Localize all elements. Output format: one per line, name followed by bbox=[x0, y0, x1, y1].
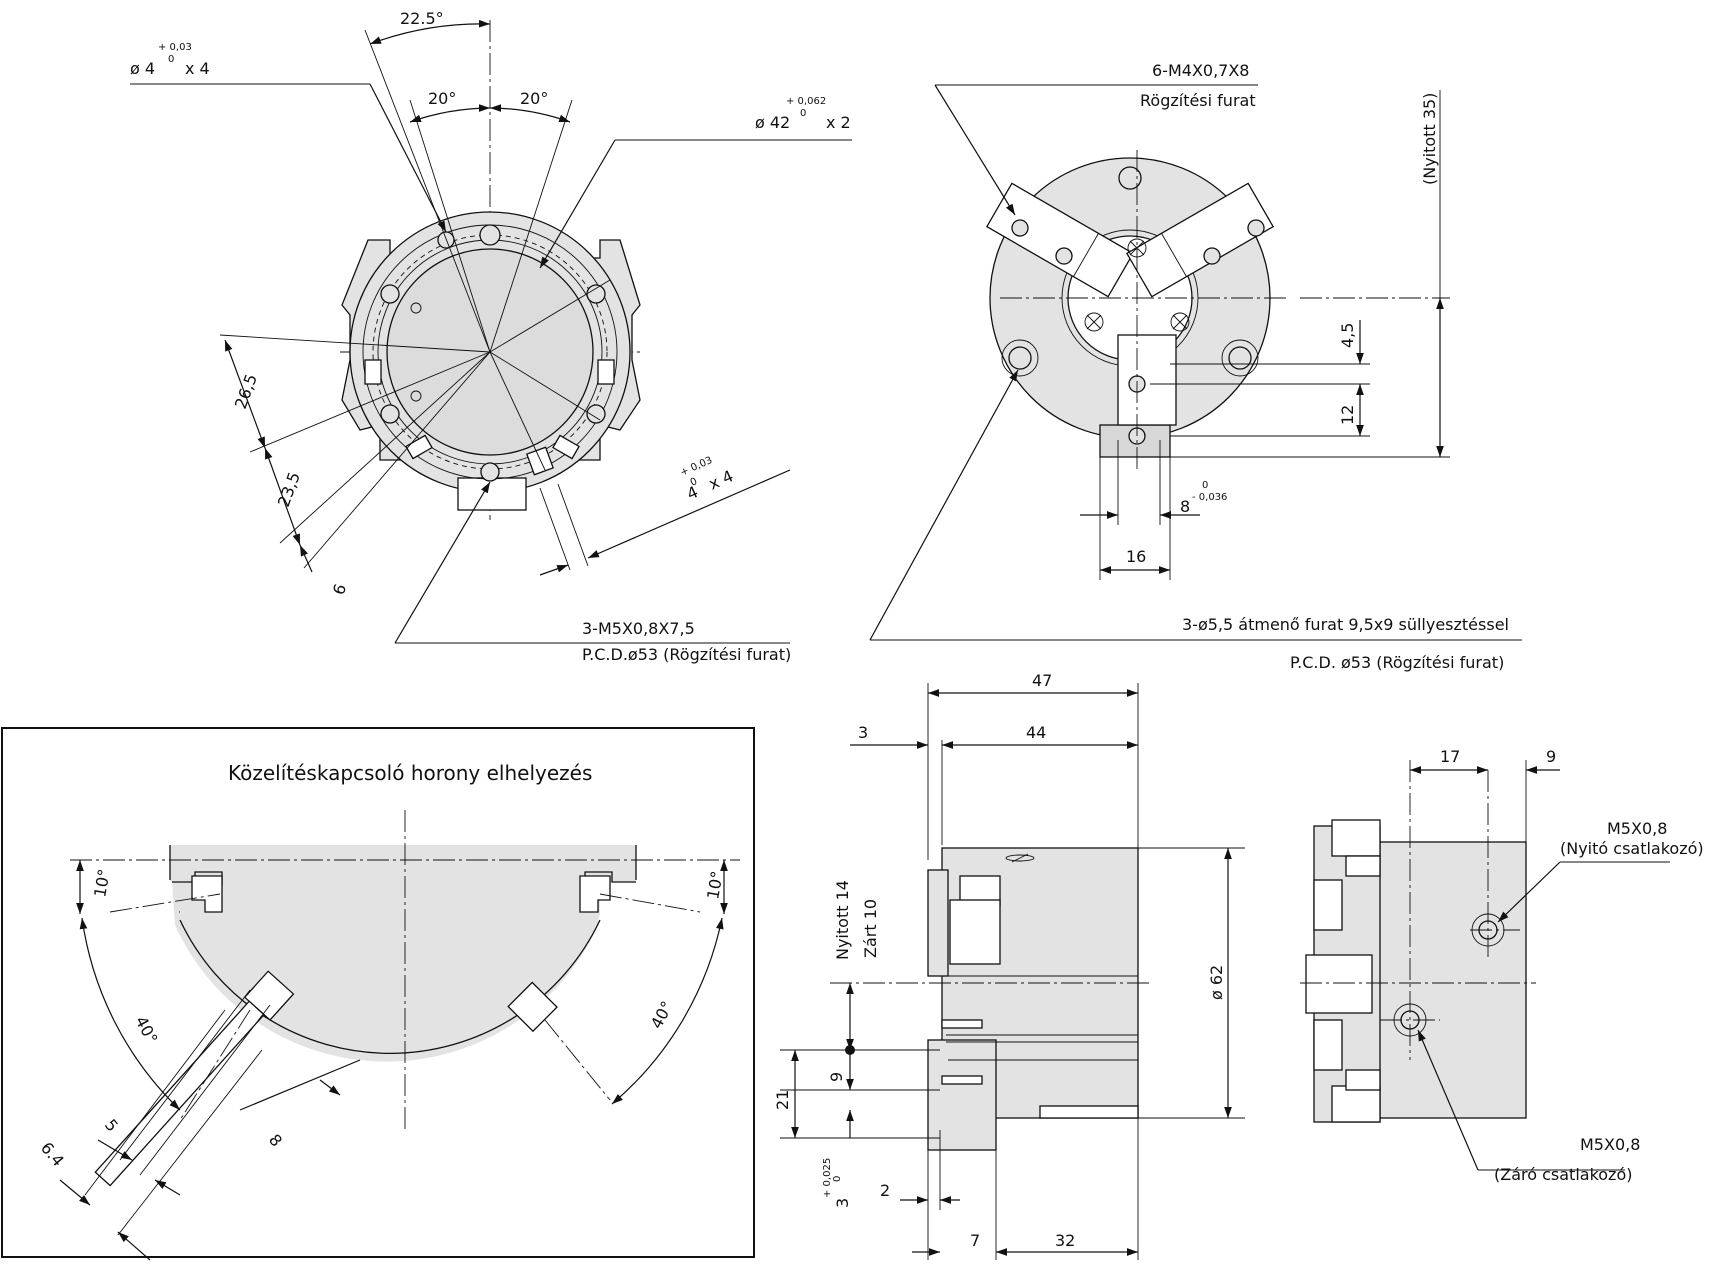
mounting-hole bbox=[437, 231, 455, 249]
dim-17: 17 bbox=[1440, 747, 1460, 766]
angle-40-left: 40° bbox=[131, 1013, 161, 1047]
dim-6: 6 bbox=[329, 581, 350, 597]
dim-32: 32 bbox=[1055, 1231, 1075, 1250]
top-left-view: 22.5° 20° 20° ø 4 + 0,03 0 x 4 ø 42 + 0,… bbox=[130, 9, 852, 664]
dim-3-tol-value: 3 bbox=[833, 1198, 852, 1208]
thread-label: 3-M5X0,8X7,5 bbox=[582, 619, 695, 638]
groove-frame bbox=[1, 727, 755, 1258]
dim-7: 7 bbox=[970, 1231, 980, 1250]
slot-4-count: x 4 bbox=[706, 466, 736, 493]
dim-8-tol-upper: 0 bbox=[1202, 480, 1208, 491]
mounting-key bbox=[457, 477, 527, 511]
dim-5: 5 bbox=[101, 1115, 122, 1135]
thread-note: Rögzítési furat bbox=[1140, 91, 1256, 110]
angle-40-right: 40° bbox=[647, 998, 677, 1032]
dim-16: 16 bbox=[1126, 547, 1146, 566]
side-view: 47 44 3 Nyitott 14 Zárt 10 ø 62 9 21 3 +… bbox=[773, 671, 1245, 1260]
mounting-hole bbox=[380, 404, 400, 424]
mounting-hole bbox=[380, 284, 400, 304]
dia-62: ø 62 bbox=[1207, 965, 1226, 1000]
top-right-view: 6-M4X0,7X8 Rögzítési furat (Nyitott 35) … bbox=[869, 61, 1522, 672]
port-close-note: (Záró csatlakozó) bbox=[1494, 1165, 1632, 1184]
dim-9: 9 bbox=[827, 1072, 846, 1082]
angle-10-left: 10° bbox=[90, 867, 114, 898]
angle-20-left: 20° bbox=[428, 89, 456, 108]
dim-8-tol-lower: - 0,036 bbox=[1192, 492, 1227, 503]
dim-3-tol-lower: 0 bbox=[832, 1176, 843, 1182]
dim-44: 44 bbox=[1026, 723, 1046, 742]
pcd-label: P.C.D. ø53 (Rögzítési furat) bbox=[1290, 653, 1504, 672]
groove-title: Közelítéskapcsoló horony elhelyezés bbox=[228, 761, 592, 785]
bore-42-tol-upper: + 0,062 bbox=[786, 96, 826, 107]
dim-21: 21 bbox=[773, 1090, 792, 1110]
dim-2: 2 bbox=[880, 1181, 890, 1200]
dim-3: 3 bbox=[858, 723, 868, 742]
hole-4-count: x 4 bbox=[185, 59, 210, 78]
dim-8-value: 8 bbox=[1180, 497, 1190, 516]
dim-4-5: 4,5 bbox=[1338, 323, 1357, 348]
bore-42-symbol: ø 42 bbox=[755, 113, 790, 132]
dim-9: 9 bbox=[1546, 747, 1556, 766]
port-close-label: M5X0,8 bbox=[1580, 1135, 1640, 1154]
thread-label: 6-M4X0,7X8 bbox=[1152, 61, 1249, 80]
pcd-label: P.C.D.ø53 (Rögzítési furat) bbox=[582, 645, 791, 664]
dim-12: 12 bbox=[1338, 405, 1357, 425]
hole-4-symbol: ø 4 bbox=[130, 59, 155, 78]
dim-47: 47 bbox=[1032, 671, 1052, 690]
mounting-hole bbox=[586, 284, 606, 304]
closed-10: Zárt 10 bbox=[861, 899, 880, 958]
mounting-hole bbox=[586, 404, 606, 424]
port-open-label: M5X0,8 bbox=[1607, 819, 1667, 838]
port-open-note: (Nyitó csatlakozó) bbox=[1560, 839, 1704, 858]
angle-20-right: 20° bbox=[520, 89, 548, 108]
through-hole-label: 3-ø5,5 átmenő furat 9,5x9 süllyesztéssel bbox=[1182, 615, 1509, 634]
angle-10-right: 10° bbox=[703, 869, 727, 900]
open-35: (Nyitott 35) bbox=[1420, 93, 1439, 185]
dim-3-tol-upper: + 0,025 bbox=[822, 1158, 833, 1198]
mounting-hole bbox=[480, 462, 500, 482]
angle-22-5: 22.5° bbox=[400, 9, 444, 28]
bore-42-count: x 2 bbox=[826, 113, 851, 132]
dim-26-5: 26,5 bbox=[231, 371, 261, 411]
bore-42-tol-lower: 0 bbox=[800, 108, 806, 119]
slot-4-tol-lower: 0 bbox=[689, 476, 699, 489]
open-14: Nyitott 14 bbox=[833, 880, 852, 960]
dim-8: 8 bbox=[265, 1130, 286, 1150]
hole-4-tol-upper: + 0,03 bbox=[158, 42, 192, 53]
rear-view: 17 9 M5X0,8 (Nyitó csatlakozó) M5X0,8 (Z… bbox=[1300, 747, 1704, 1184]
dim-6-4: 6.4 bbox=[37, 1138, 68, 1170]
hole-4-tol-lower: 0 bbox=[168, 54, 174, 65]
dim-23-5: 23,5 bbox=[274, 469, 304, 509]
switch-groove-view: Közelítéskapcsoló horony elhelyezés bbox=[1, 727, 755, 1261]
